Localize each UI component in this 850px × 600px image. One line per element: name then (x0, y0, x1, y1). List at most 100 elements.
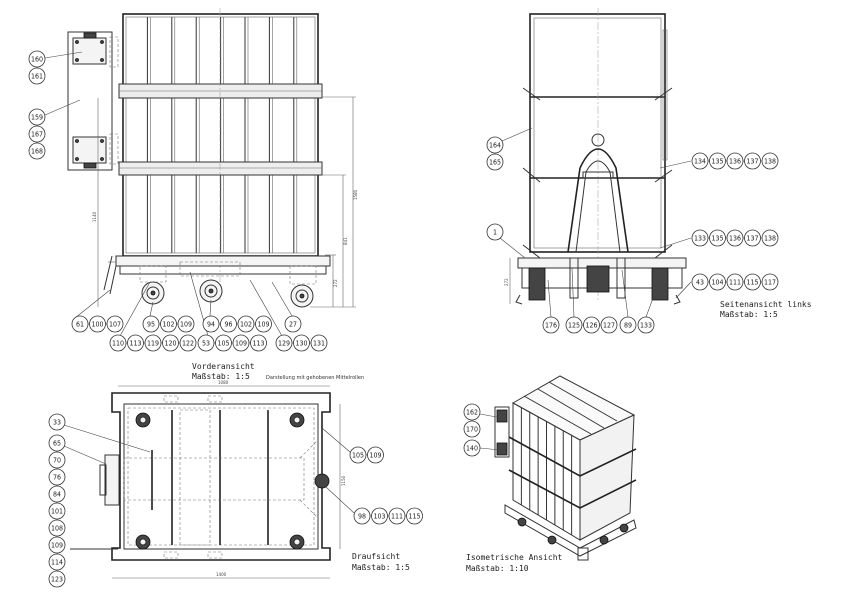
part-balloon: 140 (463, 439, 481, 457)
part-balloon: 102 (160, 315, 177, 333)
part-balloon: 115 (406, 507, 423, 525)
part-balloon: 129 (275, 334, 293, 352)
part-balloon: 110 (109, 334, 127, 352)
part-balloon: 111 (726, 273, 744, 291)
side-view-title: Seitenansicht links (720, 300, 812, 309)
part-balloon: 70 (48, 451, 66, 469)
dimension-label: 1080 (218, 380, 229, 385)
part-number: 114 (51, 559, 63, 567)
part-number: 110 (112, 340, 124, 348)
part-number: 170 (466, 426, 478, 434)
part-number: 176 (545, 322, 557, 330)
front-view-note: Darstellung mit gehobenen Mittelrollen (266, 375, 364, 381)
iso-view-title: Isometrische Ansicht (466, 553, 563, 562)
part-balloon: 126 (583, 316, 600, 334)
part-number: 164 (489, 142, 501, 150)
part-balloon: 65 (48, 434, 66, 452)
part-number: 133 (640, 322, 652, 330)
part-number: 61 (76, 321, 84, 329)
part-number: 96 (224, 321, 232, 329)
top-leaders (63, 424, 355, 514)
part-number: 168 (31, 148, 43, 156)
part-number: 133 (694, 235, 706, 243)
part-balloon: 122 (179, 334, 197, 352)
part-balloon: 133 (691, 229, 709, 247)
part-number: 127 (603, 322, 615, 330)
part-number: 109 (51, 542, 63, 550)
part-number: 111 (391, 513, 403, 521)
part-number: 167 (31, 131, 43, 139)
part-balloon: 107 (106, 315, 124, 333)
part-number: 130 (295, 340, 307, 348)
part-number: 162 (466, 409, 478, 417)
balloon-group: 1 (486, 223, 504, 241)
top-wheels (135, 412, 330, 550)
part-balloon: 1 (486, 223, 504, 241)
part-balloon: 115 (744, 273, 761, 291)
part-balloon: 108 (48, 519, 66, 537)
front-view-scale: Maßstab: 1:5 (192, 372, 250, 381)
part-balloon: 105 (349, 446, 367, 464)
part-balloon: 170 (463, 420, 481, 438)
front-dimensions: 1580 841 272 1140 (92, 96, 358, 308)
dimension-label: 272 (504, 278, 509, 286)
balloon-group: 94 96 102 109 (202, 315, 272, 333)
part-number: 160 (31, 56, 43, 64)
top-view-title: Draufsicht (352, 552, 400, 561)
part-balloon: 113 (250, 334, 267, 352)
part-number: 102 (240, 321, 252, 329)
part-number: 113 (252, 340, 264, 348)
part-number: 135 (711, 235, 723, 243)
part-number: 119 (147, 340, 159, 348)
part-number: 100 (91, 321, 103, 329)
part-number: 113 (129, 340, 141, 348)
part-number: 134 (694, 158, 706, 166)
part-number: 136 (729, 158, 741, 166)
part-balloon: 136 (726, 229, 744, 247)
front-view-title: Vorderansicht (192, 362, 255, 371)
part-number: 109 (180, 321, 192, 329)
part-balloon: 109 (367, 446, 384, 464)
top-view-scale: Maßstab: 1:5 (352, 563, 410, 572)
part-number: 105 (352, 452, 364, 460)
part-balloon: 164 (486, 136, 504, 154)
part-balloon: 125 (565, 316, 583, 334)
isometric-view: Isometrische Ansicht Maßstab: 1:10 (466, 375, 637, 573)
balloon-group: 89 (619, 316, 637, 334)
part-balloon: 138 (761, 229, 779, 247)
part-number: 94 (207, 321, 215, 329)
part-number: 115 (746, 279, 758, 287)
part-number: 136 (729, 235, 741, 243)
part-number: 102 (162, 321, 174, 329)
part-balloon: 138 (761, 152, 779, 170)
part-number: 138 (764, 158, 776, 166)
balloon-group: 27 (284, 315, 302, 333)
part-balloon: 135 (709, 229, 726, 247)
tow-bar (567, 133, 629, 253)
dimension-label: 1580 (353, 189, 358, 200)
part-balloon: 104 (709, 273, 726, 291)
part-balloon: 33 (48, 413, 66, 431)
part-balloon: 167 (28, 125, 46, 143)
part-balloon: 96 (220, 315, 237, 333)
part-number: 108 (51, 525, 63, 533)
part-number: 109 (257, 321, 269, 329)
part-balloon: 160 (28, 50, 46, 68)
balloon-group: 133 (637, 316, 655, 334)
part-number: 27 (289, 321, 297, 329)
balloon-group: 33 (48, 413, 66, 431)
part-balloon: 94 (202, 315, 220, 333)
part-balloon: 162 (463, 403, 481, 421)
part-balloon: 119 (144, 334, 162, 352)
part-balloon: 43 (691, 273, 709, 291)
part-balloon: 120 (162, 334, 179, 352)
part-number: 129 (278, 340, 290, 348)
dimension-label: 1150 (341, 475, 346, 486)
